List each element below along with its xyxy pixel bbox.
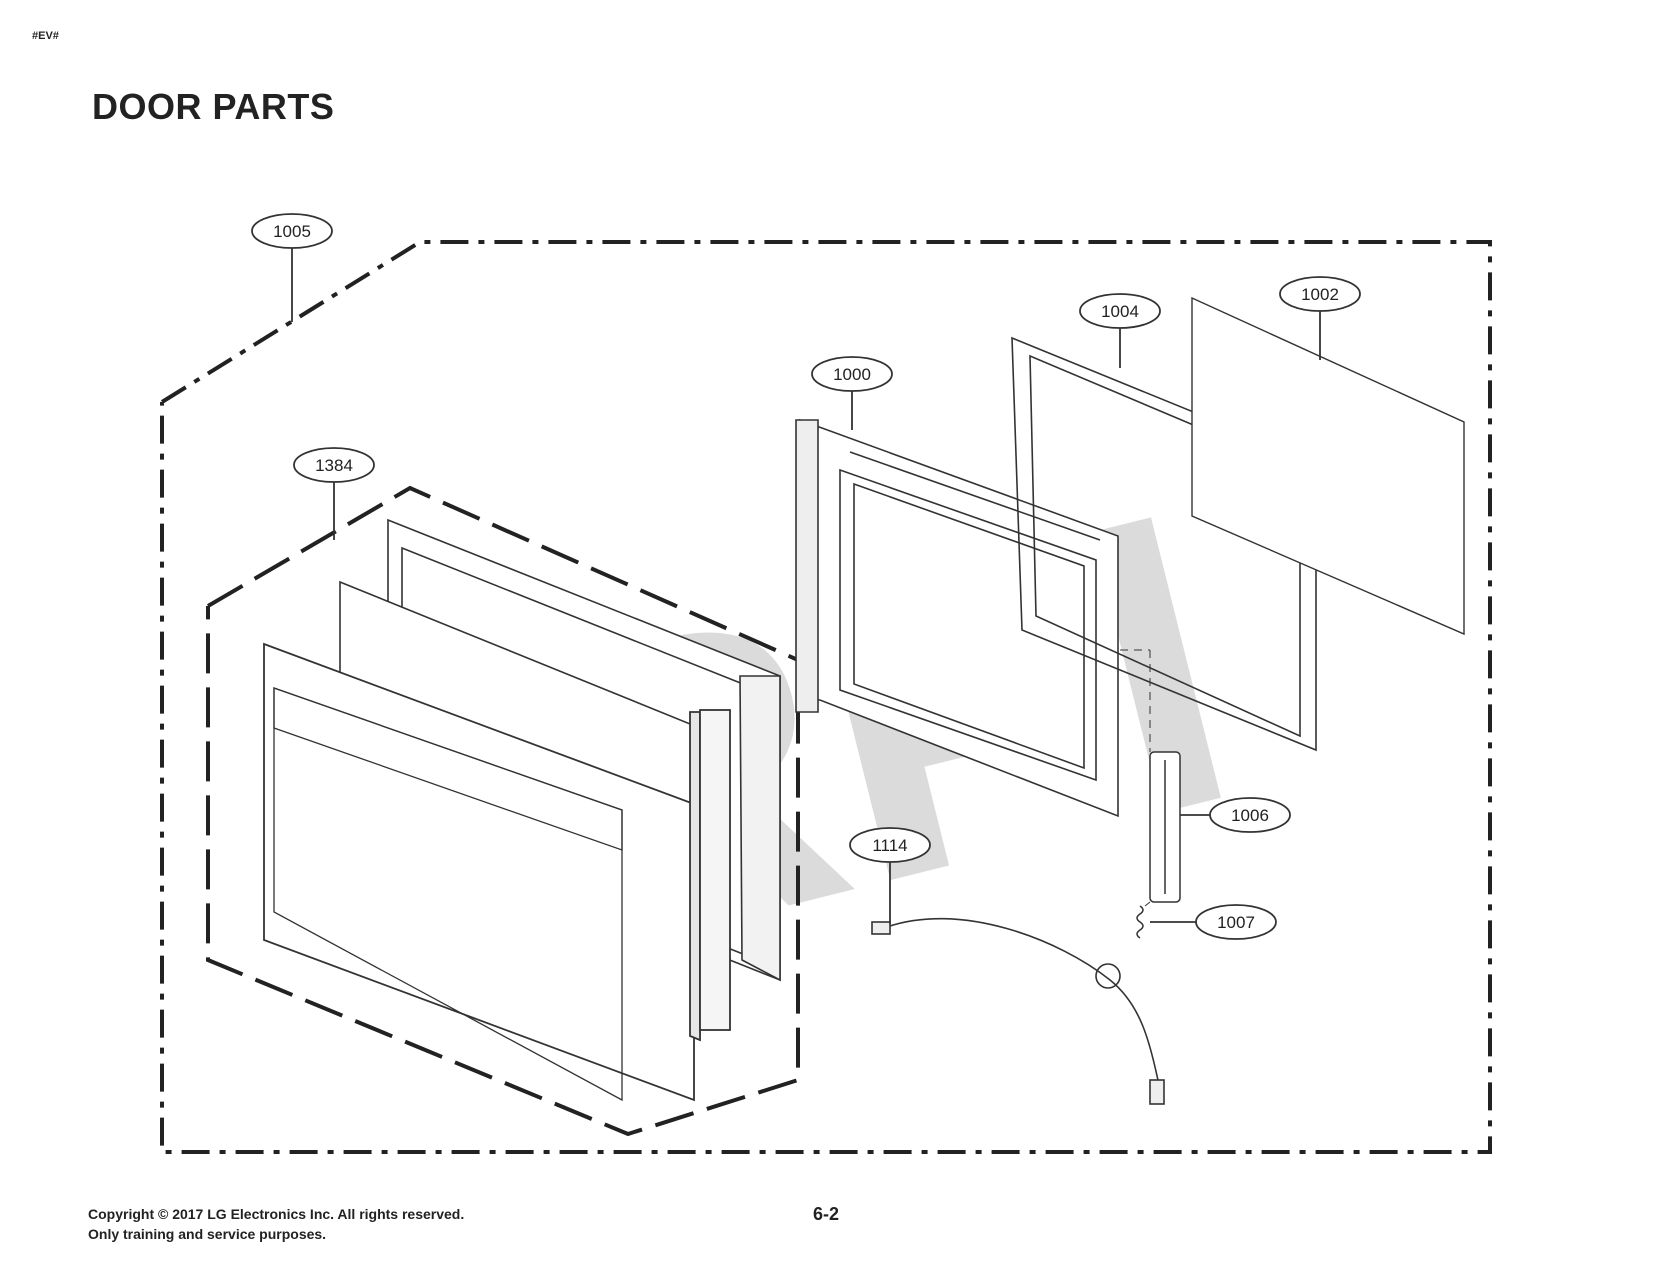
callout-label: 1006 (1231, 806, 1269, 825)
assembly-boundary-inner (206, 485, 800, 1137)
copyright-notice: Copyright © 2017 LG Electronics Inc. All… (88, 1204, 464, 1244)
door-choke-frame (795, 418, 1119, 818)
assembly-boundary-outer (160, 240, 1492, 1154)
page-number: 6-2 (813, 1204, 840, 1224)
callout-1005: 1005 (251, 213, 333, 249)
door-screen-sheet (1191, 296, 1465, 636)
callout-label: 1005 (273, 222, 311, 241)
callout-label: 1002 (1301, 285, 1339, 304)
callout-label: 1007 (1217, 913, 1255, 932)
copyright-line-2: Only training and service purposes. (88, 1226, 327, 1242)
callout-label: 1004 (1101, 302, 1139, 321)
door-hinge (1149, 751, 1181, 903)
callout-1002: 1002 (1279, 276, 1361, 312)
callout-label: 1000 (833, 365, 871, 384)
callout-1384: 1384 (293, 447, 375, 483)
page-title: DOOR PARTS (92, 86, 335, 127)
callout-1114: 1114 (849, 827, 931, 863)
callout-label: 1384 (315, 456, 353, 475)
door-spring (1136, 905, 1144, 939)
callout-1007: 1007 (1195, 904, 1277, 940)
callout-1000: 1000 (811, 356, 893, 392)
document-code: #EV# (32, 30, 59, 42)
copyright-line-1: Copyright © 2017 LG Electronics Inc. All… (88, 1206, 465, 1222)
door-front-panel (263, 642, 731, 1102)
leader-lines (291, 248, 1321, 924)
callout-1004: 1004 (1079, 293, 1161, 329)
callout-label: 1114 (872, 836, 907, 855)
alignment-lines (1120, 649, 1151, 907)
wire-harness (871, 917, 1165, 1105)
callout-1006: 1006 (1209, 797, 1291, 833)
